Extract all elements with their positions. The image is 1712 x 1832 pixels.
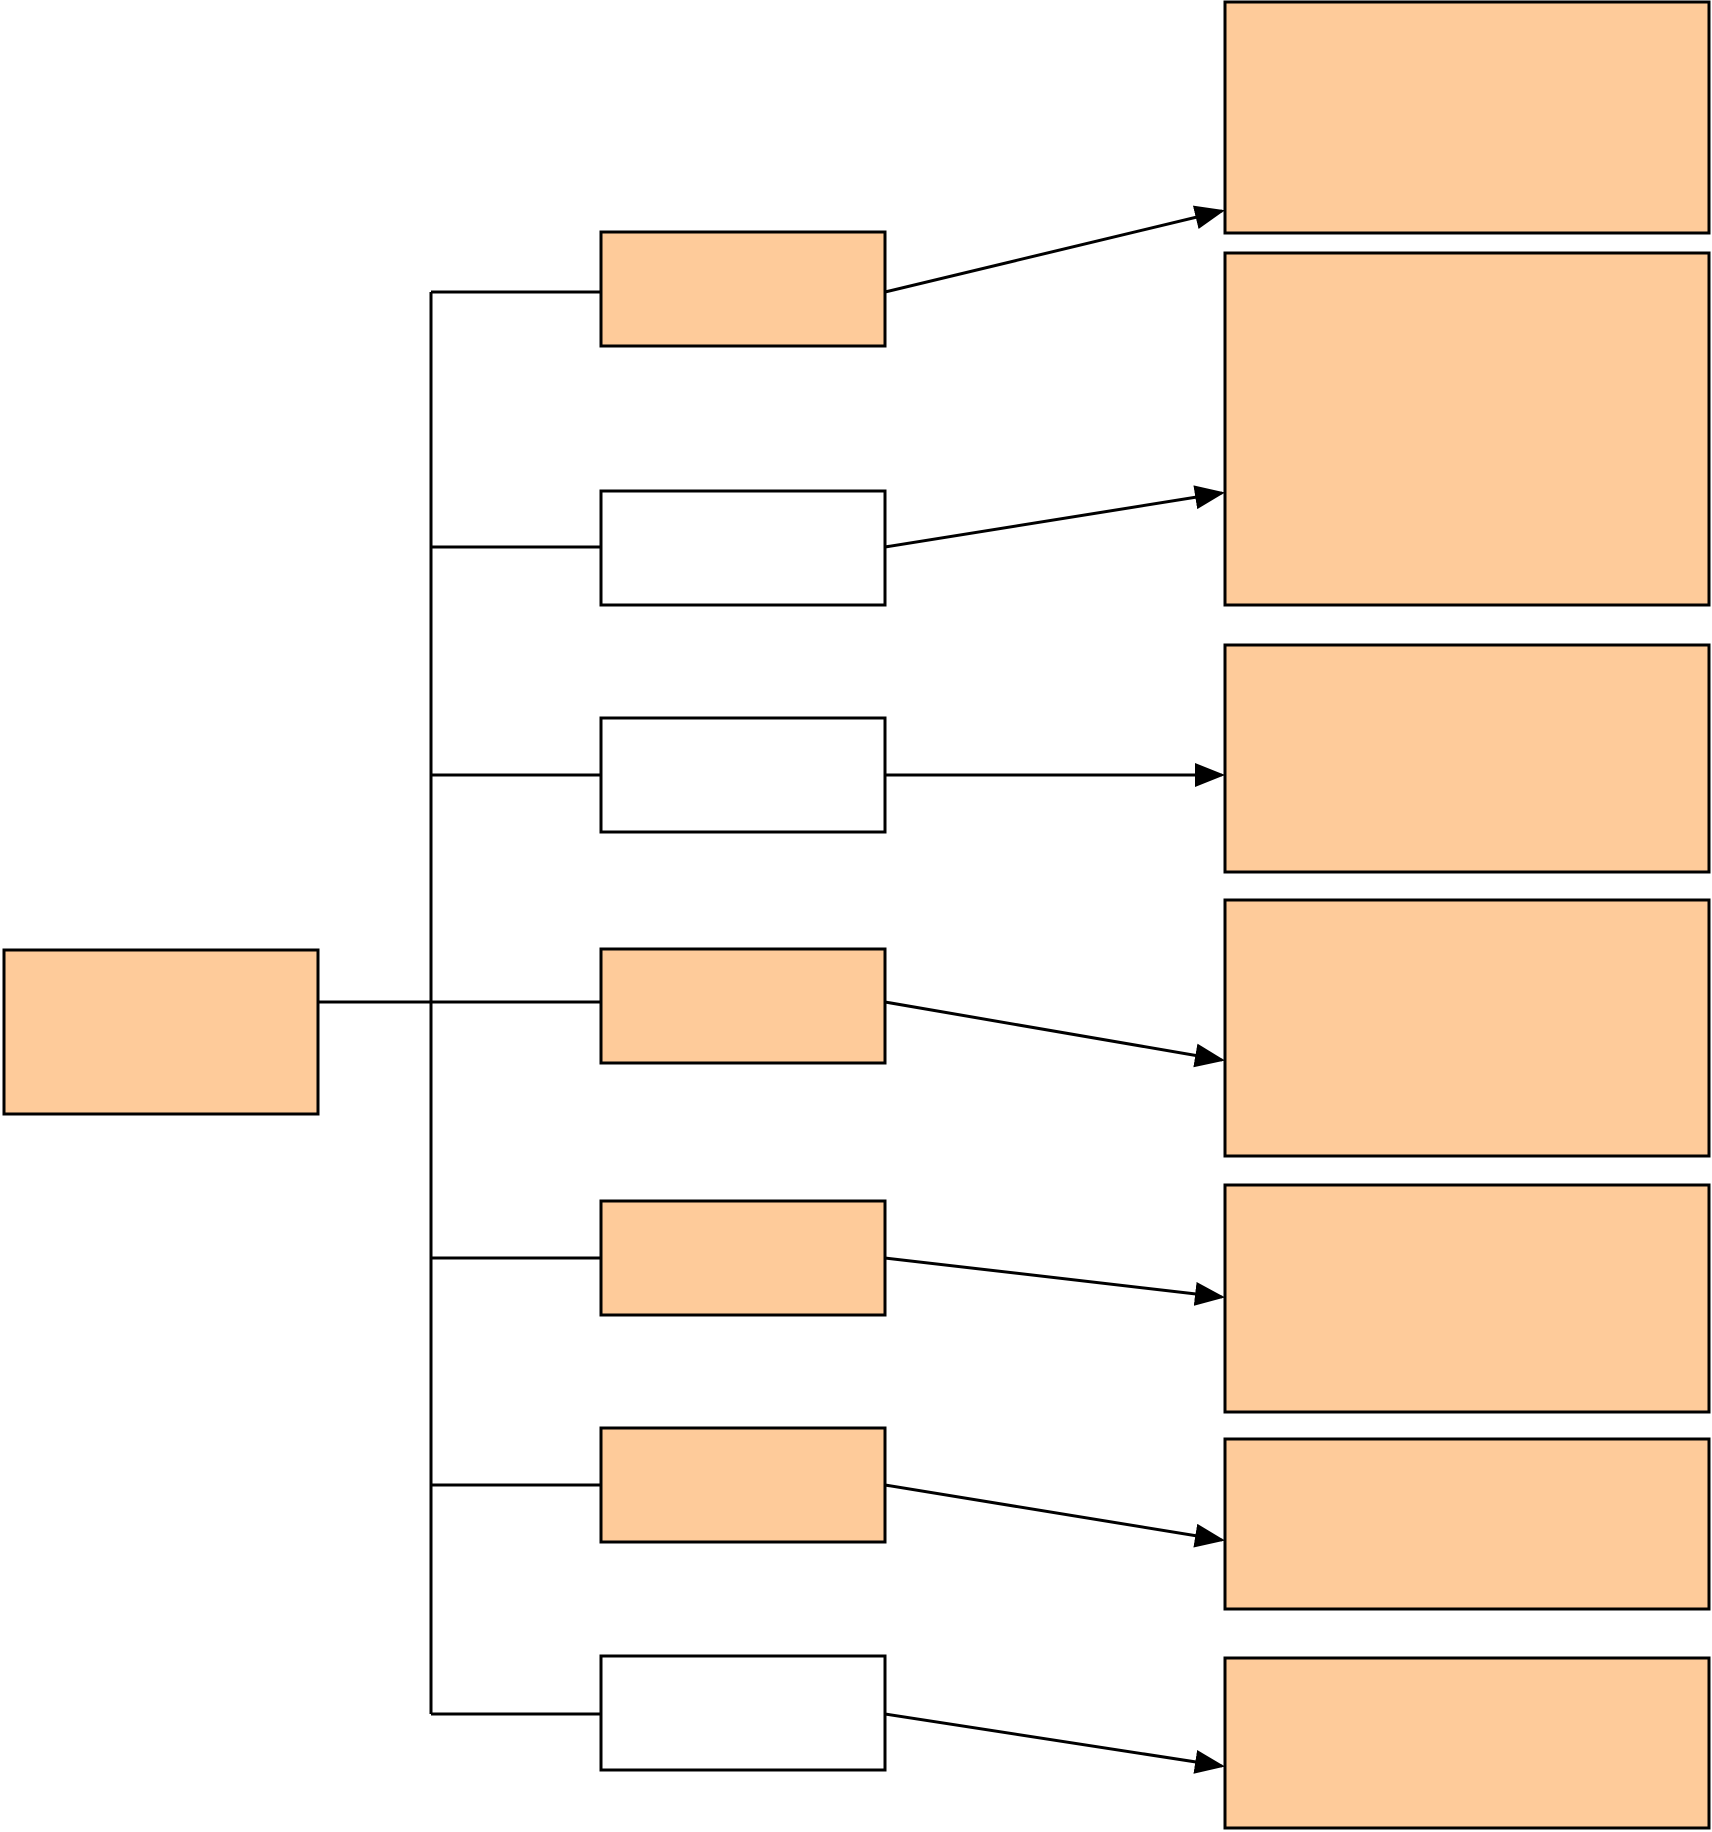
target-box-3	[1223, 898, 1711, 1158]
target-box-4-shape	[1223, 1183, 1711, 1414]
branch-arrow-2	[884, 485, 1225, 549]
branch-arrow-7	[884, 1712, 1225, 1774]
target-box-top	[1223, 0, 1711, 235]
branch-box-5-shape	[599, 1199, 887, 1317]
branch-box-1	[599, 230, 887, 348]
branch-box-4	[599, 947, 887, 1065]
target-box-6	[1223, 1656, 1711, 1830]
branch-box-2	[599, 489, 887, 607]
target-box-5-shape	[1223, 1437, 1711, 1611]
target-box-2-shape	[1223, 643, 1711, 874]
target-box-top-shape	[1223, 0, 1711, 235]
target-box-6-shape	[1223, 1656, 1711, 1830]
root-box	[2, 948, 320, 1116]
branch-box-7	[599, 1654, 887, 1772]
target-box-4	[1223, 1183, 1711, 1414]
branch-box-5	[599, 1199, 887, 1317]
target-box-3-shape	[1223, 898, 1711, 1158]
target-box-2	[1223, 643, 1711, 874]
branch-box-6	[599, 1426, 887, 1544]
branch-box-2-shape	[599, 489, 887, 607]
root-box-shape	[2, 948, 320, 1116]
branch-box-4-shape	[599, 947, 887, 1065]
connector-lines	[318, 205, 1225, 1774]
branch-arrow-6	[884, 1483, 1225, 1548]
target-box-1-shape	[1223, 251, 1711, 607]
branch-box-1-shape	[599, 230, 887, 348]
branch-box-3-shape	[599, 716, 887, 834]
target-box-5	[1223, 1437, 1711, 1611]
branch-box-7-shape	[599, 1654, 887, 1772]
branch-arrow-1	[884, 205, 1225, 294]
branch-box-6-shape	[599, 1426, 887, 1544]
branch-box-3	[599, 716, 887, 834]
branch-arrow-5	[884, 1256, 1225, 1306]
branch-arrow-4	[884, 1000, 1225, 1068]
target-box-1	[1223, 251, 1711, 607]
